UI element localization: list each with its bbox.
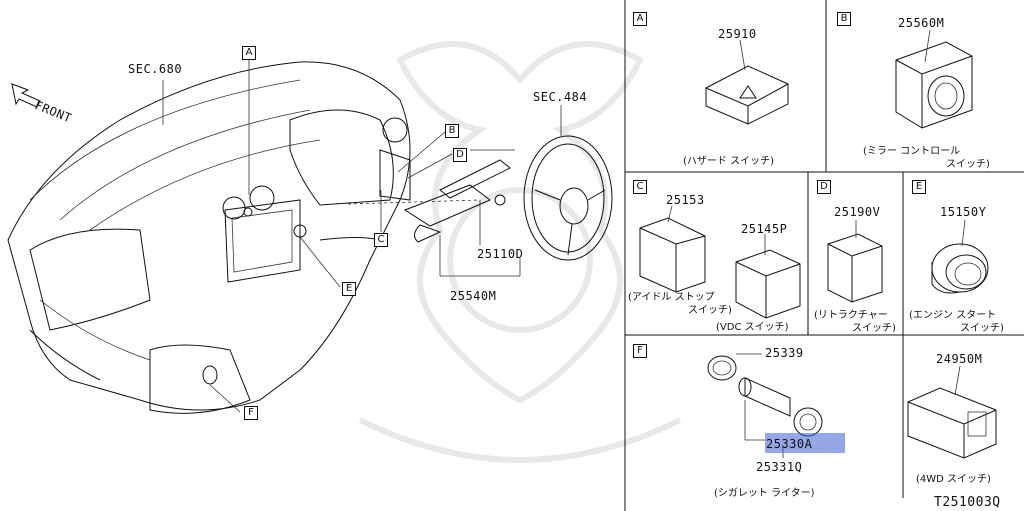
part-25339: 25339 [765, 346, 804, 360]
overview-letter-d: D [453, 148, 467, 162]
callout-sec484: SEC.484 [533, 90, 588, 104]
caption-idle-stop-2: スイッチ) [688, 305, 732, 316]
front-arrow [11, 83, 41, 108]
part-25330a-highlight [765, 433, 845, 453]
callout-25540m: 25540M [450, 289, 497, 303]
callout-25110d: 25110D [477, 247, 524, 261]
panel-d-letter: D [817, 180, 831, 194]
column-switch [403, 149, 515, 243]
caption-idle-stop-1: (アイドル ストップ [628, 292, 715, 303]
caption-cigarette-lighter: (シガレット ライター) [714, 488, 815, 499]
part-25331q: 25331Q [756, 460, 803, 474]
leader-lines [162, 60, 562, 413]
caption-retractor-1: (リトラクチャー [814, 310, 888, 321]
caption-mirror-control-2: スイッチ) [946, 159, 990, 170]
engine-start-switch-drawing [931, 219, 989, 294]
caption-4wd-switch: (4WD スイッチ) [916, 474, 991, 485]
part-25330a: 25330A [766, 437, 813, 451]
part-25560m: 25560M [898, 16, 945, 30]
panel-c-letter: C [633, 180, 647, 194]
overview-letter-b: B [445, 124, 459, 138]
part-25910: 25910 [718, 27, 757, 41]
dashboard-outline [7, 61, 411, 414]
part-25145p: 25145P [741, 222, 788, 236]
part-25190v: 25190V [834, 205, 881, 219]
panel-f-letter: F [633, 344, 647, 358]
callout-sec680: SEC.680 [128, 62, 183, 76]
figure-code: T251003Q [934, 495, 1001, 510]
part-25153: 25153 [666, 193, 705, 207]
caption-hazard-switch: (ハザード スイッチ) [683, 156, 774, 167]
cigarette-lighter-drawing [707, 353, 823, 458]
overview-letter-f: F [244, 406, 258, 420]
panel-a-letter: A [633, 12, 647, 26]
vdc-switch-drawing [735, 234, 801, 319]
hazard-switch-drawing [705, 39, 789, 125]
part-24950m: 24950M [936, 352, 983, 366]
retractor-switch-drawing [827, 220, 883, 303]
steering-wheel [523, 135, 613, 261]
overview-letter-a: A [242, 46, 256, 60]
overview-letter-c: C [374, 233, 388, 247]
caption-engine-start-1: (エンジン スタート [909, 310, 997, 321]
panel-e-letter: E [912, 180, 926, 194]
panel-b-letter: B [837, 12, 851, 26]
panel-grid [624, 0, 1024, 511]
caption-vdc-switch: (VDC スイッチ) [716, 322, 789, 333]
4wd-switch-drawing [907, 365, 997, 459]
caption-engine-start-2: スイッチ) [960, 323, 1004, 334]
mirror-switch-drawing [895, 29, 973, 129]
caption-retractor-2: スイッチ) [852, 323, 896, 334]
caption-mirror-control-1: (ミラー コントロール [863, 146, 961, 157]
overview-letter-e: E [342, 282, 356, 296]
part-15150y: 15150Y [940, 205, 987, 219]
idle-stop-switch-drawing [639, 205, 706, 293]
